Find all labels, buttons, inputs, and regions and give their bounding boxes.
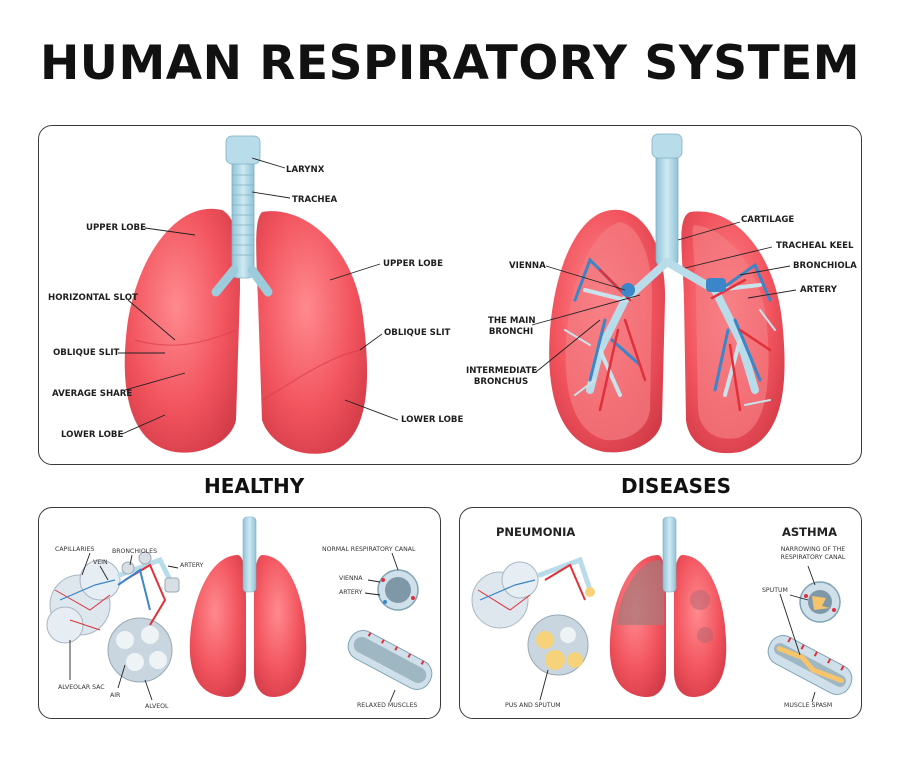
lower-lobe-left-label: LOWER LOBE [61,430,124,440]
left-lung [124,208,240,453]
diseases-heading: DISEASES [621,474,732,498]
capillaries-label: CAPILLARIES [55,546,95,553]
alveol-label: ALVEOL [145,703,169,710]
muscle-spasm-tube [767,635,853,695]
muscle-spasm-label: MUSCLE SPASM [784,702,833,709]
upper-lobe-left-label: UPPER LOBE [86,223,146,233]
alveol-cluster [107,617,173,683]
intermediate-bronchus-label: INTERMEDIATE BRONCHUS [466,366,538,387]
canal-vienna-label: VIENNA [339,575,363,582]
pus-sputum-label: PUS AND SPUTUM [505,702,561,709]
lower-lobe-right-label: LOWER LOBE [401,415,464,425]
vein-label: VEIN [93,559,108,566]
page-title: HUMAN RESPIRATORY SYSTEM [39,36,861,91]
healthy-artery-label: ARTERY [180,562,204,569]
canal-artery-label: ARTERY [339,589,363,596]
asthma-label: ASTHMA [782,525,837,539]
cartilage-label: CARTILAGE [741,215,795,225]
narrowing-label: NARROWING OF THE RESPIRATORY CANAL [780,546,846,561]
air-label: AIR [110,692,121,699]
trachea-label: TRACHEA [292,195,338,205]
upper-lobe-right-label: UPPER LOBE [383,259,443,269]
oblique-slit-right-label: OBLIQUE SLIT [384,328,451,338]
tracheal-keel-label: TRACHEAL KEEL [776,241,854,251]
healthy-heading: HEALTHY [204,474,305,498]
healthy-lungs-illustration [118,133,797,454]
vienna-label: VIENNA [509,261,546,271]
larynx-label: LARYNX [286,165,325,175]
bronchiola-label: BRONCHIOLA [793,261,857,271]
relaxed-muscle-tube [347,630,433,690]
right-lung [256,211,368,454]
average-share-label: AVERAGE SHARE [52,389,133,399]
sputum-label: SPUTUM [762,587,788,594]
alveolar-sac [46,559,121,644]
bronchioles-label: BRONCHIOLES [112,548,157,555]
pneumonia-label: PNEUMONIA [496,525,576,539]
normal-canal-label: NORMAL RESPIRATORY CANAL [322,546,416,553]
alveolar-sac-label: ALVEOLAR SAC [58,684,105,691]
narrowed-canal-cross-section [799,581,841,623]
horizontal-slot-label: HORIZONTAL SLOT [48,293,138,303]
main-bronchi-label: THE MAIN BRONCHI [488,316,536,337]
oblique-slit-left-label: OBLIQUE SLIT [53,348,120,358]
pneumonia-alveoli [471,561,589,676]
artery-label: ARTERY [800,285,837,295]
relaxed-muscles-label: RELAXED MUSCLES [357,702,418,709]
